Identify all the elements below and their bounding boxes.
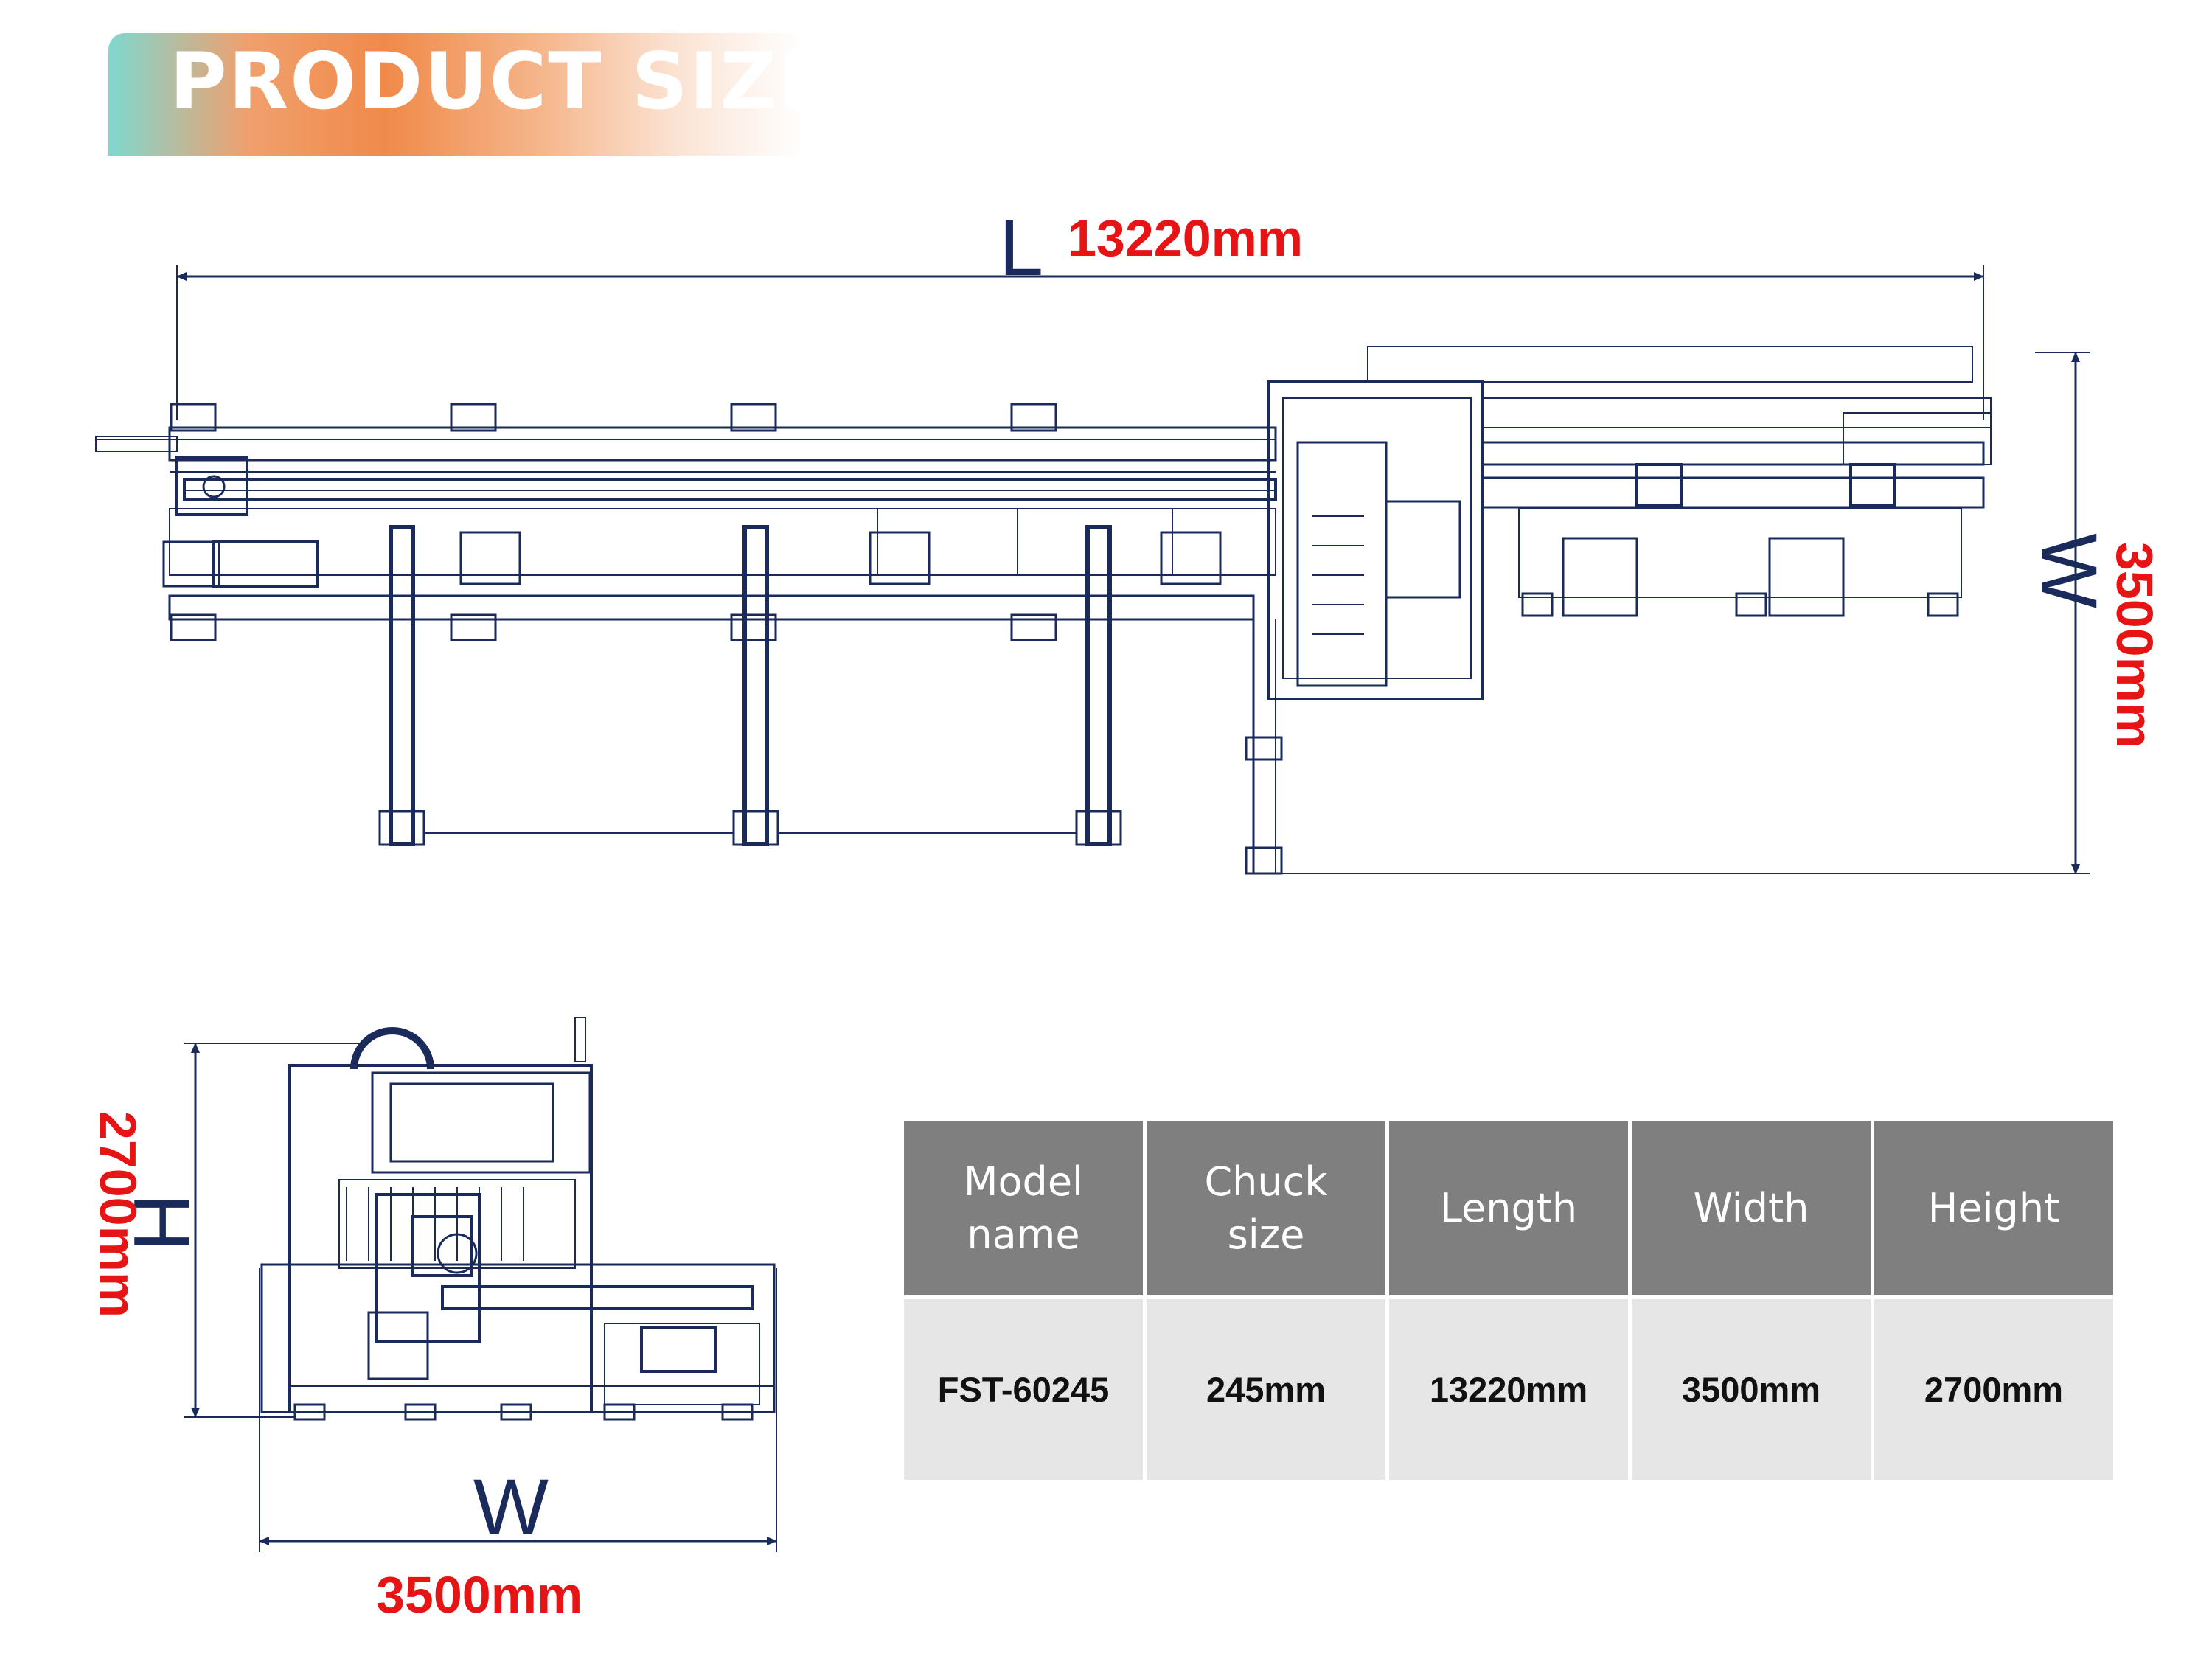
width-letter: W — [2024, 533, 2114, 608]
cell-width: 3500mm — [1632, 1299, 1871, 1480]
cell-model-name: FST-60245 — [904, 1299, 1143, 1480]
spec-table: Model name Chuck size Length Width Heigh… — [904, 1121, 2113, 1480]
height-value: 2700mm — [89, 1110, 147, 1318]
width-value: 3500mm — [2106, 541, 2164, 749]
cell-height: 2700mm — [1874, 1299, 2113, 1480]
side-width-letter: W — [473, 1462, 549, 1551]
header-chuck-size: Chuck size — [1147, 1121, 1385, 1295]
side-view-drawing — [184, 1017, 777, 1552]
header-length: Length — [1389, 1121, 1628, 1295]
cell-chuck-size: 245mm — [1147, 1299, 1385, 1480]
header-height: Height — [1874, 1121, 2113, 1295]
length-letter: L — [999, 203, 1044, 292]
length-value: 13220mm — [1068, 209, 1304, 267]
side-width-value: 3500mm — [376, 1566, 583, 1624]
header-model-name: Model name — [904, 1121, 1143, 1295]
page-title: PRODUCT SIZE — [170, 36, 833, 127]
header-width: Width — [1632, 1121, 1871, 1295]
cell-length: 13220mm — [1389, 1299, 1628, 1480]
title-banner — [108, 33, 801, 156]
top-view-drawing — [95, 265, 2090, 875]
